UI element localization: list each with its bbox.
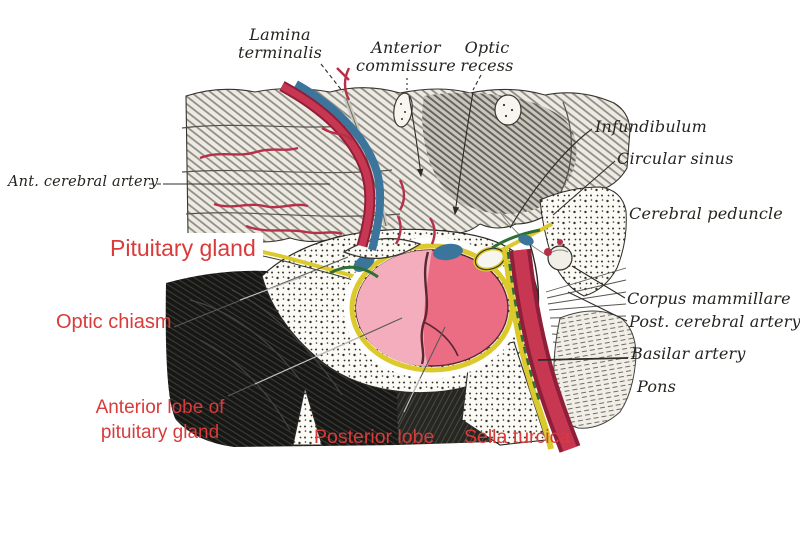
label-infundibulum: Infundibulum xyxy=(595,117,708,136)
cerebral-peduncle-shape xyxy=(539,186,627,297)
anterior-cerebral-artery-shape xyxy=(199,67,436,251)
label-pituitary-gland: Pituitary gland xyxy=(103,233,263,266)
label-basilar-artery: Basilar artery xyxy=(631,344,746,363)
gland-cleft xyxy=(420,251,430,365)
anterior-lobe-shape xyxy=(356,250,432,366)
label-anterior-commissure: Anterior commissure xyxy=(346,39,466,74)
label-anterior-commissure-line2: commissure xyxy=(356,55,456,75)
label-ant-cerebral-artery: Ant. cerebral artery xyxy=(8,174,159,190)
vein-shape xyxy=(294,80,385,251)
label-lamina-terminalis-line2: terminalis xyxy=(237,42,323,62)
label-optic-recess-line1: Optic xyxy=(464,38,510,57)
corpus-mammillare-shape xyxy=(547,245,573,271)
pituitary-gland-shape xyxy=(343,237,521,379)
label-anterior-lobe: Anterior lobe of pituitary gland xyxy=(70,396,250,445)
label-anterior-lobe-line2: pituitary gland xyxy=(100,421,220,443)
label-circular-sinus: Circular sinus xyxy=(617,149,734,168)
basilar-artery-shape xyxy=(502,247,581,453)
artery-branches xyxy=(199,67,436,245)
label-corpus-mammillare: Corpus mammillare xyxy=(627,289,791,308)
label-optic-chiasm: Optic chiasm xyxy=(56,311,172,333)
label-lamina-terminalis-line1: Lamina xyxy=(249,25,311,44)
highlight-leader-lines xyxy=(173,256,446,425)
label-posterior-lobe: Posterior lobe xyxy=(314,426,435,448)
label-anterior-commissure-line1: Anterior xyxy=(371,38,441,57)
circular-sinus-top xyxy=(433,243,463,261)
label-anterior-lobe-line1: Anterior lobe of xyxy=(95,397,225,418)
label-lamina-terminalis: Lamina terminalis xyxy=(220,26,340,61)
label-post-cerebral-artery: Post. cerebral artery xyxy=(629,312,800,331)
leader-lines xyxy=(149,63,629,361)
label-pons: Pons xyxy=(637,377,677,396)
label-sella-turcica: Sella turcica xyxy=(464,426,571,448)
thalamus-shape xyxy=(422,92,577,215)
label-optic-recess: Optic recess xyxy=(447,39,527,74)
label-optic-recess-line2: recess xyxy=(460,55,514,75)
label-cerebral-peduncle: Cerebral peduncle xyxy=(629,204,783,223)
